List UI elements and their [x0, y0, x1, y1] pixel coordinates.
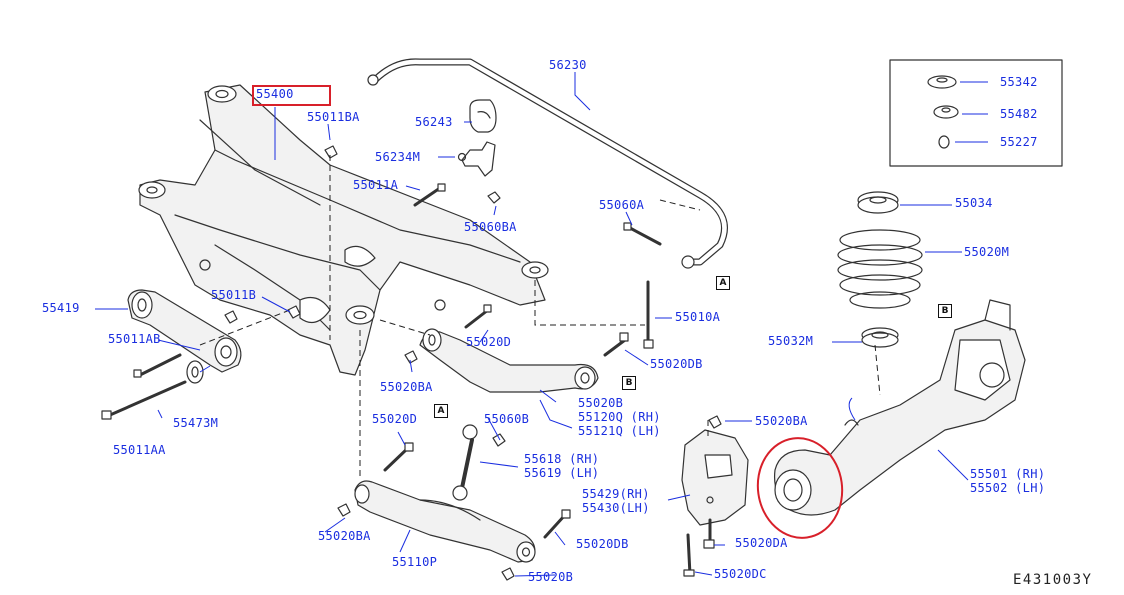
label-55020D-upper: 55020D: [466, 335, 512, 349]
dashed-guides: [199, 155, 881, 480]
highlight-rectangle: [252, 85, 331, 106]
label-55011BA: 55011BA: [307, 110, 360, 124]
label-55430: 55430(LH): [582, 501, 650, 515]
stabilizer-bar: [367, 58, 728, 269]
label-55020DC: 55020DC: [714, 567, 767, 581]
label-55020BA-right: 55020BA: [755, 414, 808, 428]
label-55342: 55342: [1000, 75, 1038, 89]
label-55011AB: 55011AB: [108, 332, 161, 346]
label-56243: 56243: [415, 115, 453, 129]
label-55020B-lower: 55020B: [528, 570, 574, 584]
upper-link: [419, 328, 599, 393]
rear-suspension-member: [138, 84, 549, 376]
label-55618: 55618 (RH): [524, 452, 600, 466]
label-55020B-upper: 55020B: [578, 396, 624, 410]
label-55502: 55502 (LH): [970, 481, 1046, 495]
label-55120Q: 55120Q (RH): [578, 410, 661, 424]
label-55020D-lower: 55020D: [372, 412, 418, 426]
label-55011A: 55011A: [353, 178, 399, 192]
label-55032M: 55032M: [768, 334, 814, 348]
label-55020DA: 55020DA: [735, 536, 788, 550]
label-56234M: 56234M: [375, 150, 421, 164]
label-55060A: 55060A: [599, 198, 645, 212]
lower-link: [337, 442, 571, 581]
label-55121Q: 55121Q (LH): [578, 424, 661, 438]
highlight-circle: [756, 437, 844, 539]
stabilizer-connecting-rod: [452, 424, 506, 501]
rear-arm-left: [101, 289, 242, 420]
bracket: [681, 415, 749, 577]
label-55011AA: 55011AA: [113, 443, 166, 457]
label-55619: 55619 (LH): [524, 466, 600, 480]
stabilizer-clamp: [457, 141, 496, 177]
connector-a-rod: A: [434, 404, 448, 418]
label-55060BA: 55060BA: [464, 220, 517, 234]
stabilizer-bushing: [469, 99, 497, 133]
label-55060B: 55060B: [484, 412, 530, 426]
coil-spring: [837, 229, 923, 309]
label-55020DB-upper: 55020DB: [650, 357, 703, 371]
label-55227: 55227: [1000, 135, 1038, 149]
label-55011B: 55011B: [211, 288, 257, 302]
label-55020M: 55020M: [964, 245, 1010, 259]
label-55034: 55034: [955, 196, 993, 210]
label-55010A: 55010A: [675, 310, 721, 324]
label-56230: 56230: [549, 58, 587, 72]
label-55482: 55482: [1000, 107, 1038, 121]
diagram-reference-code: E431003Y: [1013, 572, 1093, 588]
connector-a-stabilizer: A: [716, 276, 730, 290]
spring-lower-seat: [861, 327, 899, 348]
label-55020DB-lower: 55020DB: [576, 537, 629, 551]
label-55419: 55419: [42, 301, 80, 315]
leader-lines: [95, 72, 988, 577]
label-55473M: 55473M: [173, 416, 219, 430]
label-55110P: 55110P: [392, 555, 438, 569]
label-55400: 55400: [256, 87, 294, 101]
label-55501: 55501 (RH): [970, 467, 1046, 481]
connector-b-arm: B: [938, 304, 952, 318]
label-55429: 55429(RH): [582, 487, 650, 501]
label-55020BA-bottom: 55020BA: [318, 529, 371, 543]
spring-upper-seat: [857, 191, 899, 214]
inset-box: [889, 59, 1063, 167]
label-55020BA-left: 55020BA: [380, 380, 433, 394]
fasteners: [224, 145, 662, 364]
connector-b-link: B: [622, 376, 636, 390]
